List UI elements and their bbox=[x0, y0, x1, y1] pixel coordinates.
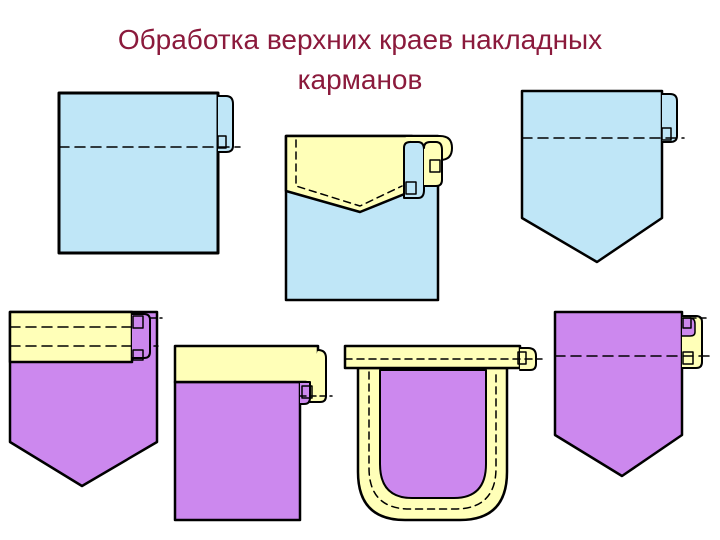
pocket-rect-blue bbox=[57, 91, 241, 255]
pocket-pointed-blue bbox=[520, 89, 685, 264]
page-title: Обработка верхних краев накладных карман… bbox=[0, 20, 720, 100]
title-line-1: Обработка верхних краев накладных bbox=[117, 24, 603, 55]
title-line-2: карманов bbox=[297, 64, 423, 95]
pocket-rect-band-purple bbox=[173, 344, 333, 522]
pocket-rounded-binding-purple bbox=[343, 344, 543, 522]
pocket-pointed-purple bbox=[553, 310, 711, 478]
pocket-pointed-facing-blue bbox=[284, 134, 453, 302]
pocket-pointed-facing-purple bbox=[8, 310, 163, 488]
